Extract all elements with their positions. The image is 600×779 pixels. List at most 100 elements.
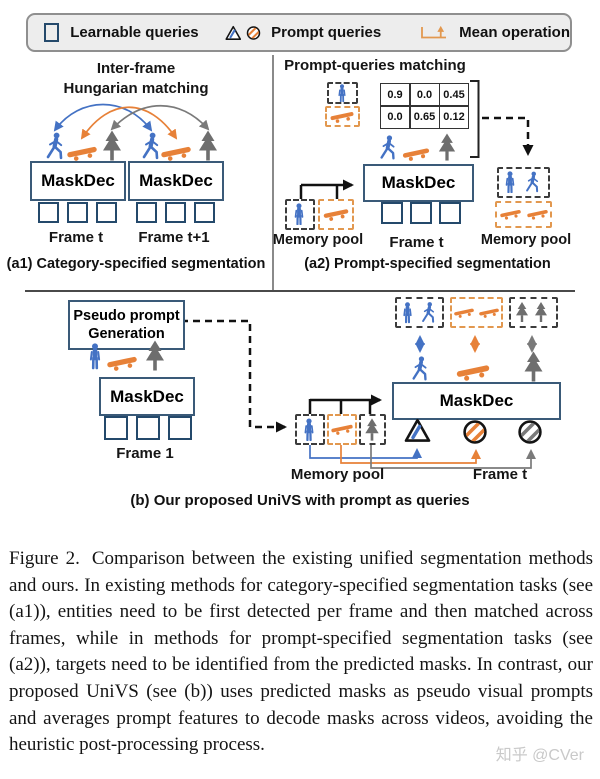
skateboard-icon <box>104 352 140 372</box>
learnable-query-icon <box>44 23 60 42</box>
legend: Learnable queries Prompt queries Mean op… <box>26 13 572 52</box>
person-icon <box>292 203 306 225</box>
figure-caption: Figure 2.Comparison between the existing… <box>9 546 593 759</box>
learnable-query-square <box>168 416 192 440</box>
skateboard-icon <box>64 142 100 162</box>
watermark: 知乎 @CVer <box>495 747 584 764</box>
learnable-query-square <box>381 202 403 224</box>
mean-operation-icon <box>421 25 447 38</box>
memory-pool-label: Memory pool <box>290 466 385 483</box>
legend-learnable-label: Learnable queries <box>70 24 199 41</box>
person-icon <box>336 84 348 102</box>
memory-pool-box <box>318 199 354 230</box>
matrix-cell: 0.9 <box>381 84 409 105</box>
a2-matrix-bracket <box>470 80 480 158</box>
a2-dashed-arrow <box>482 116 534 156</box>
maskdec-box: MaskDec <box>99 377 195 416</box>
prompt-circle-orange-icon <box>462 419 488 445</box>
learnable-query-square <box>194 202 215 223</box>
prompt-triangle-icon <box>404 418 431 443</box>
person-icon <box>420 301 437 324</box>
learnable-query-square <box>96 202 117 223</box>
skateboard-icon <box>328 108 356 124</box>
a1-caption: (a1) Category-specified segmentation <box>6 256 266 272</box>
matrix-cell: 0.0 <box>410 84 439 105</box>
prompt-group-box <box>509 297 558 328</box>
learnable-query-square <box>410 202 432 224</box>
maskdec-box: MaskDec <box>30 161 126 201</box>
skateboard-icon <box>453 360 493 382</box>
memory-pool-box <box>497 167 550 198</box>
skateboard-icon <box>158 142 194 162</box>
skateboard-icon <box>525 206 550 221</box>
skateboard-icon <box>452 305 476 319</box>
matrix-cell: 0.45 <box>440 84 468 105</box>
b-mean-elbows <box>309 445 536 469</box>
person-icon <box>503 171 517 193</box>
learnable-query-square <box>136 416 160 440</box>
frame-label: Frame t <box>389 234 444 251</box>
matrix-cell: 0.0 <box>381 106 409 128</box>
skateboard-icon <box>498 206 523 221</box>
maskdec-box: MaskDec <box>363 164 474 202</box>
learnable-query-square <box>67 202 88 223</box>
tree-icon <box>533 301 549 323</box>
figure-caption-body: Comparison between the existing unified … <box>9 548 593 756</box>
b-dashed-arrow <box>181 319 287 433</box>
b-double-arrows <box>415 335 537 353</box>
person-icon <box>87 342 103 370</box>
tree-icon <box>363 418 381 441</box>
figure-caption-label: Figure 2. <box>9 548 80 569</box>
a1-matching-arcs <box>53 103 210 140</box>
b-caption: (b) Our proposed UniVS with prompt as qu… <box>130 492 470 509</box>
maskdec-label: MaskDec <box>139 171 213 190</box>
memory-pool-label: Memory pool <box>480 232 572 248</box>
learnable-query-square <box>165 202 186 223</box>
frame-label: Frame t+1 <box>138 229 210 246</box>
prompt-triangle-icon <box>225 23 242 43</box>
tree-icon <box>521 351 546 382</box>
tree-icon <box>514 301 530 323</box>
matrix-cell: 0.12 <box>440 106 468 128</box>
maskdec-box: MaskDec <box>392 382 561 420</box>
person-icon <box>378 134 398 161</box>
maskdec-box: MaskDec <box>128 161 224 201</box>
panel-divider-horizontal <box>25 290 575 292</box>
prompt-circle-icon <box>246 23 261 43</box>
tree-icon <box>436 133 458 161</box>
maskdec-label: MaskDec <box>381 173 456 192</box>
legend-prompt-label: Prompt queries <box>271 24 382 41</box>
prompt-circle-gray-icon <box>517 419 543 445</box>
prompt-matching-matrix: 0.9 0.0 0.45 0.0 0.65 0.12 <box>380 83 469 129</box>
tree-icon <box>100 130 124 161</box>
person-icon <box>302 418 316 441</box>
legend-mean-label: Mean operation <box>459 24 571 41</box>
maskdec-label: MaskDec <box>439 391 514 410</box>
skateboard-icon <box>400 144 432 162</box>
learnable-query-square <box>38 202 59 223</box>
maskdec-label: MaskDec <box>41 171 115 190</box>
frame-label: Frame 1 <box>116 445 174 462</box>
a2-caption: (a2) Prompt-specified segmentation <box>304 256 551 272</box>
learnable-query-square <box>104 416 128 440</box>
a2-title: Prompt-queries matching <box>284 57 466 74</box>
learnable-query-square <box>136 202 157 223</box>
panel-divider-vertical <box>272 55 274 291</box>
person-icon <box>44 132 66 160</box>
skateboard-icon <box>321 205 351 222</box>
skateboard-icon <box>329 421 355 436</box>
skateboard-icon <box>477 305 501 319</box>
learnable-query-square <box>439 202 461 224</box>
maskdec-label: MaskDec <box>110 386 184 406</box>
frame-label: Frame t <box>472 466 528 483</box>
person-icon <box>401 301 414 324</box>
memory-pool-label: Memory pool <box>272 232 364 248</box>
frame-label: Frame t <box>48 229 104 246</box>
prompt-group-box <box>395 297 444 328</box>
tree-icon <box>196 130 220 161</box>
person-icon <box>410 355 430 382</box>
person-icon <box>524 171 541 193</box>
